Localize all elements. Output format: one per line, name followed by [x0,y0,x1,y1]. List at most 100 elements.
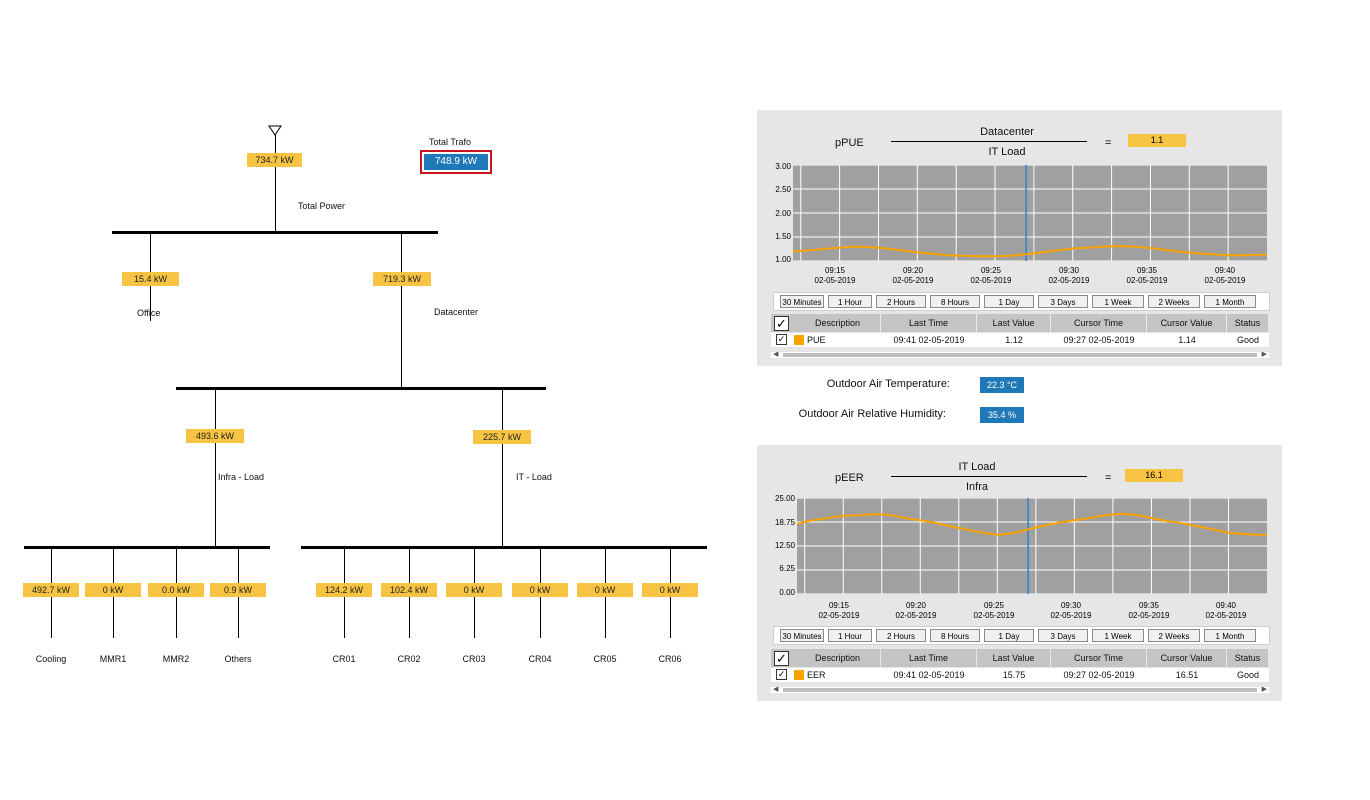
pue-panel: pPUE Datacenter IT Load = 1.1 3.00 2.50 … [757,110,1282,366]
range-8-hours-button[interactable]: 8 Hours [930,629,980,642]
col-cursor-value[interactable]: Cursor Value [1147,314,1227,332]
office-label: Office [137,308,161,318]
col-last-time[interactable]: Last Time [881,314,977,332]
range-2-weeks-button[interactable]: 2 Weeks [1148,295,1200,308]
row-status: Good [1236,670,1260,680]
row-cursor-value: 1.14 [1178,335,1196,345]
range-2-hours-button[interactable]: 2 Hours [876,629,926,642]
col-last-time[interactable]: Last Time [881,649,977,667]
eer-horizontal-scrollbar[interactable]: ◀ ▶ [771,686,1269,693]
outdoor-temperature-value: 22.3 °C [980,377,1024,393]
row-last-value: 15.75 [1002,670,1026,680]
select-all-checkbox[interactable]: ✓ [774,651,789,666]
pue-numerator: Datacenter [980,126,1034,138]
series-line-eer [797,512,1267,536]
mmr1-value: 0 kW [85,583,141,597]
range-1-week-button[interactable]: 1 Week [1092,629,1144,642]
cooling-label: Cooling [35,654,67,664]
pue-plot[interactable] [793,165,1267,261]
cr03-label: CR03 [462,654,486,664]
scroll-right-icon[interactable]: ▶ [1261,686,1267,693]
col-cursor-time[interactable]: Cursor Time [1051,649,1147,667]
range-8-hours-button[interactable]: 8 Hours [930,295,980,308]
datacenter-bus [176,387,546,390]
row-checkbox[interactable]: ✓ [776,334,787,345]
pue-range-bar: 30 Minutes 1 Hour 2 Hours 8 Hours 1 Day … [773,292,1270,311]
row-last-time: 09:41 02-05-2019 [893,670,965,680]
table-row[interactable]: ✓ EER 09:41 02-05-2019 15.75 09:27 02-05… [771,668,1269,682]
total-trafo-value: 748.9 kW [424,154,488,170]
row-cursor-value: 16.51 [1175,670,1199,680]
range-2-weeks-button[interactable]: 2 Weeks [1148,629,1200,642]
infra-value: 493.6 kW [186,429,244,443]
range-1-day-button[interactable]: 1 Day [984,295,1034,308]
office-value: 15.4 kW [122,272,179,286]
mmr1-label: MMR1 [99,654,127,664]
range-3-days-button[interactable]: 3 Days [1038,295,1088,308]
cr01-label: CR01 [332,654,356,664]
col-description[interactable]: Description [795,314,881,332]
range-2-hours-button[interactable]: 2 Hours [876,295,926,308]
total-trafo-box[interactable]: 748.9 kW [420,150,492,174]
it-line [502,389,503,547]
range-1-hour-button[interactable]: 1 Hour [828,629,872,642]
pue-ytick: 2.00 [775,209,791,218]
range-1-week-button[interactable]: 1 Week [1092,295,1144,308]
range-1-month-button[interactable]: 1 Month [1204,295,1256,308]
range-30-minutes-button[interactable]: 30 Minutes [780,629,824,642]
eer-plot[interactable] [797,498,1267,594]
col-cursor-time[interactable]: Cursor Time [1051,314,1147,332]
row-cursor-time: 09:27 02-05-2019 [1063,670,1135,680]
series-color-swatch [794,670,804,680]
scroll-thumb[interactable] [783,353,1257,357]
col-last-value[interactable]: Last Value [977,649,1051,667]
range-3-days-button[interactable]: 3 Days [1038,629,1088,642]
cr02-value: 102.4 kW [381,583,437,597]
col-last-value[interactable]: Last Value [977,314,1051,332]
scroll-thumb[interactable] [783,688,1257,692]
range-1-hour-button[interactable]: 1 Hour [828,295,872,308]
cr04-value: 0 kW [512,583,568,597]
eer-fraction-line [891,476,1087,477]
it-bus [301,546,707,549]
scroll-right-icon[interactable]: ▶ [1261,351,1267,358]
table-row[interactable]: ✓ PUE 09:41 02-05-2019 1.12 09:27 02-05-… [771,333,1269,347]
outdoor-temperature-label: Outdoor Air Temperature: [826,378,950,390]
feeder-line [275,134,276,232]
row-checkbox[interactable]: ✓ [776,669,787,680]
row-status: Good [1236,335,1260,345]
range-30-minutes-button[interactable]: 30 Minutes [780,295,824,308]
eer-name: pEER [835,472,864,484]
row-cursor-time: 09:27 02-05-2019 [1063,335,1135,345]
pue-fraction-line [891,141,1087,142]
scroll-left-icon[interactable]: ◀ [773,351,779,358]
col-status[interactable]: Status [1227,649,1269,667]
pue-ytick: 1.50 [775,232,791,241]
outdoor-humidity-label: Outdoor Air Relative Humidity: [798,408,946,420]
cr06-value: 0 kW [642,583,698,597]
pue-result: 1.1 [1128,134,1186,147]
scroll-left-icon[interactable]: ◀ [773,686,779,693]
range-1-day-button[interactable]: 1 Day [984,629,1034,642]
cooling-value: 492.7 kW [23,583,79,597]
eer-equals: = [1105,472,1112,484]
col-description[interactable]: Description [795,649,881,667]
series-color-swatch [794,335,804,345]
col-status[interactable]: Status [1227,314,1269,332]
range-1-month-button[interactable]: 1 Month [1204,629,1256,642]
select-all-checkbox[interactable]: ✓ [774,316,789,331]
outdoor-humidity-value: 35.4 % [980,407,1024,423]
mmr2-value: 0.0 kW [148,583,204,597]
pue-equals: = [1105,137,1112,149]
pue-horizontal-scrollbar[interactable]: ◀ ▶ [771,351,1269,358]
cr01-value: 124.2 kW [316,583,372,597]
col-cursor-value[interactable]: Cursor Value [1147,649,1227,667]
